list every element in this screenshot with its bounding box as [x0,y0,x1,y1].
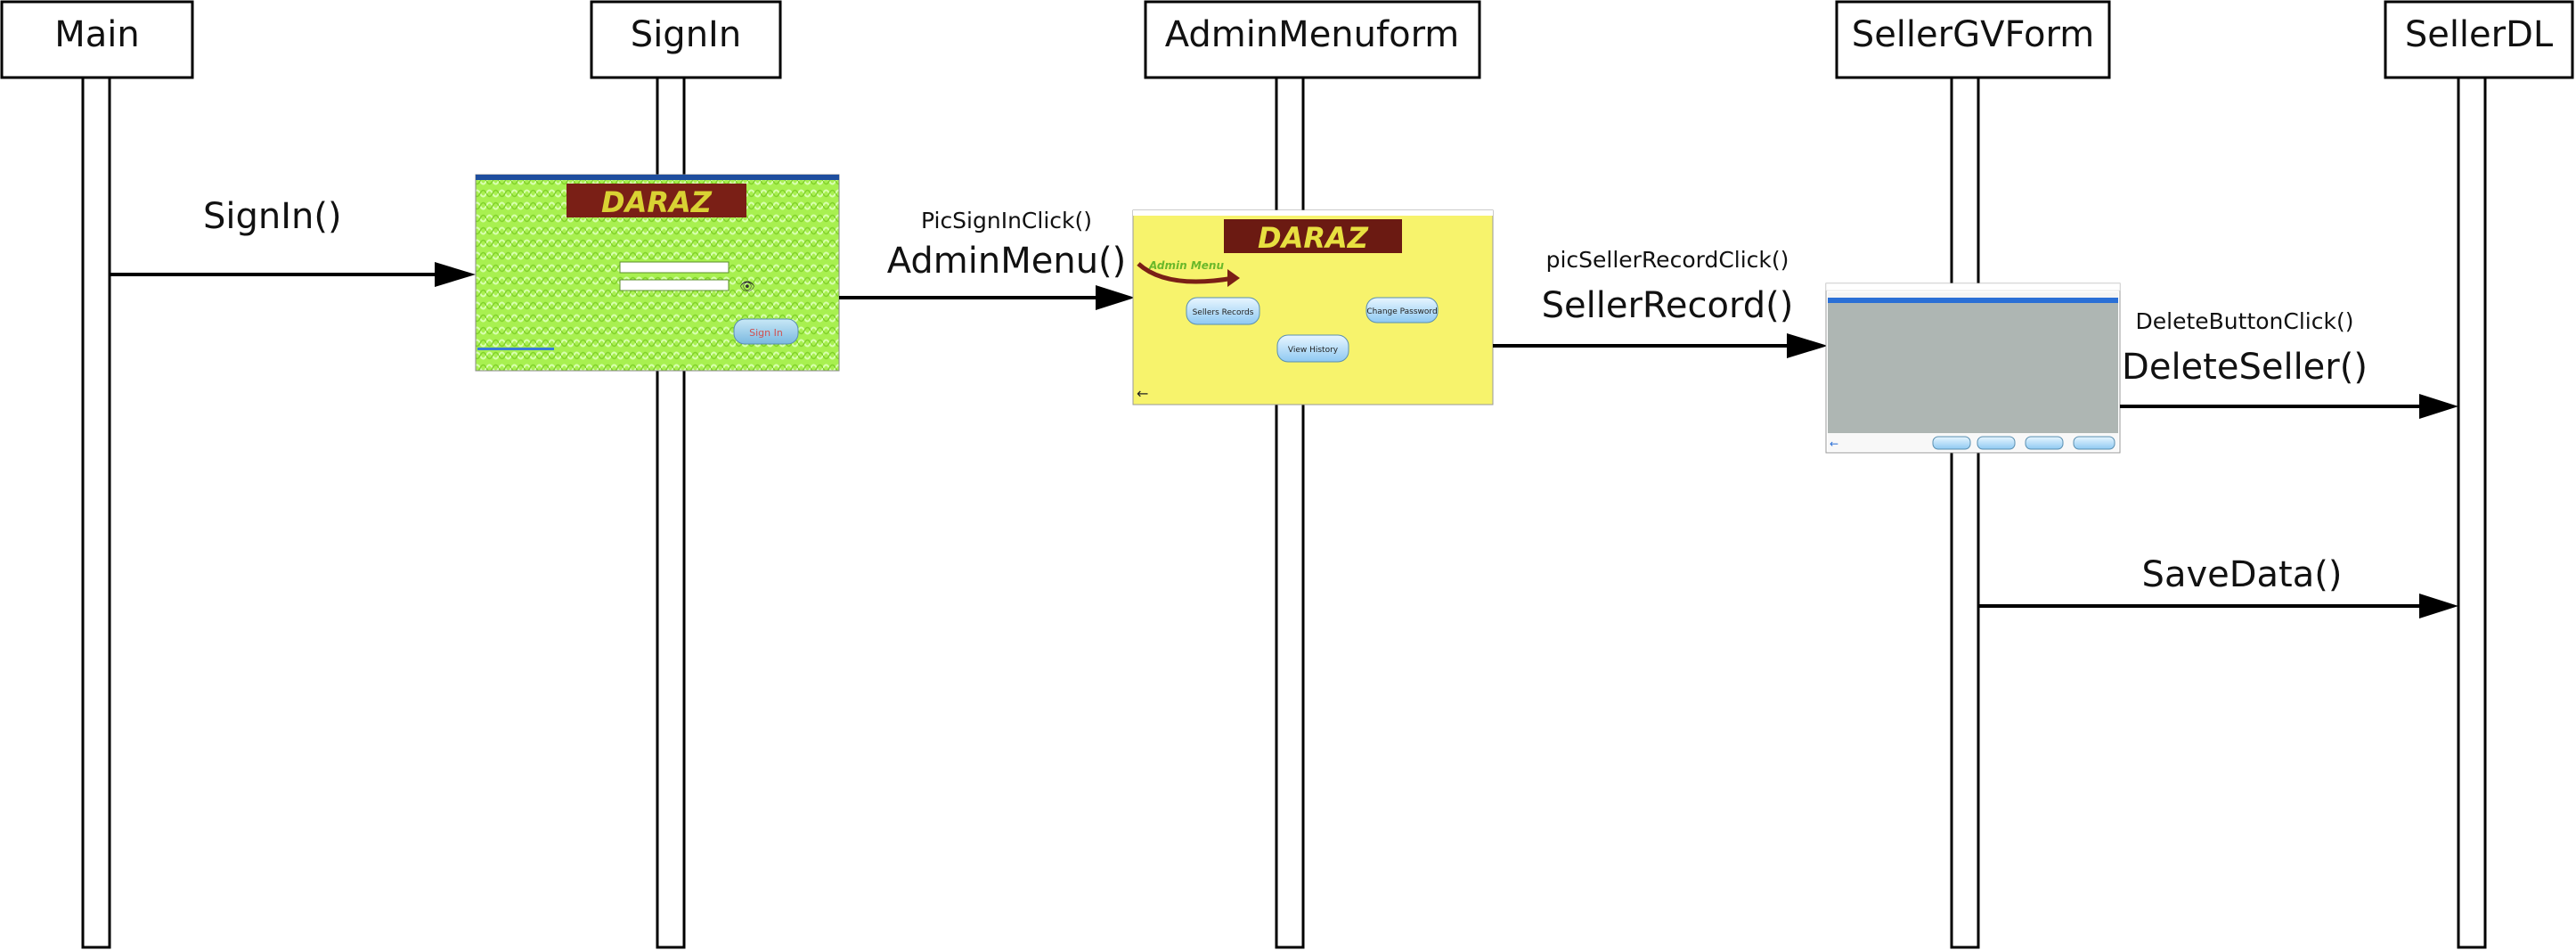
message-adminmenu: PicSignInClick() AdminMenu() [839,208,1135,310]
back-arrow-icon[interactable]: ← [1137,385,1148,402]
message-caption: PicSignInClick() [921,208,1092,233]
participant-name: SignIn [631,14,741,55]
message-label: SellerRecord() [1542,285,1794,326]
signin-screen-thumbnail: DARAZ 👁 Sign In [475,174,840,372]
message-deleteseller: DeleteButtonClick() DeleteSeller() [2120,308,2458,419]
message-sellerrecord: picSellerRecordClick() SellerRecord() [1493,247,1828,358]
message-label: DeleteSeller() [2122,347,2368,388]
admin-menu-title: Admin Menu [1148,259,1224,272]
grid-header [1828,292,2118,298]
daraz-banner [1224,219,1402,253]
message-label: AdminMenu() [887,241,1127,282]
message-caption: DeleteButtonClick() [2136,308,2354,334]
back-arrow-icon[interactable]: ← [1830,438,1838,450]
delete-button[interactable] [2025,436,2064,450]
grid-action-button[interactable] [1932,436,1971,450]
sellers-records-button[interactable] [1186,297,1260,325]
sign-in-button[interactable] [733,318,799,345]
adminmenu-screen-thumbnail: DARAZ Admin Menu Sellers Records Change … [1132,209,1494,405]
data-grid[interactable] [1828,303,2118,433]
message-caption: picSellerRecordClick() [1546,247,1789,273]
daraz-logo-text: DARAZ [1258,221,1369,255]
change-password-button[interactable] [1365,297,1439,323]
participant-name: SellerDL [2405,14,2554,55]
username-field[interactable] [619,261,730,274]
lifeline-main [81,76,111,949]
message-label: SaveData() [2142,554,2343,595]
message-signin: SignIn() [110,196,476,287]
lifeline-sellergvform [1950,76,1980,949]
selected-row[interactable] [1828,298,2118,303]
message-label: SignIn() [203,196,342,237]
view-history-label: View History [1288,346,1339,355]
participant-name: SellerGVForm [1852,14,2094,55]
show-password-icon[interactable]: 👁 [739,280,755,294]
sellers-records-label: Sellers Records [1193,308,1254,317]
change-password-label: Change Password [1366,307,1437,316]
participant-adminmenuform: AdminMenuform [1144,0,1481,79]
sign-in-button-label: Sign In [749,327,783,339]
message-savedata: SaveData() [1978,554,2458,618]
participant-name: Main [54,14,140,55]
participant-signin: SignIn [590,0,782,79]
lifeline-adminmenuform [1275,76,1305,949]
password-field[interactable] [619,279,730,291]
swoosh-arrow-icon [1137,262,1235,284]
grid-action-button[interactable] [2073,436,2115,450]
daraz-logo-text: DARAZ [601,185,713,219]
sellergv-screen-thumbnail: ← [1825,283,2121,454]
participant-main: Main [0,0,194,79]
signup-link[interactable] [477,348,554,350]
view-history-button[interactable] [1276,334,1349,363]
grid-action-button[interactable] [1977,436,2016,450]
daraz-banner [567,184,746,217]
participant-sellerdl: SellerDL [2384,0,2574,79]
participant-name: AdminMenuform [1165,14,1460,55]
participant-sellergvform: SellerGVForm [1835,0,2111,79]
lifeline-sellerdl [2457,76,2487,949]
